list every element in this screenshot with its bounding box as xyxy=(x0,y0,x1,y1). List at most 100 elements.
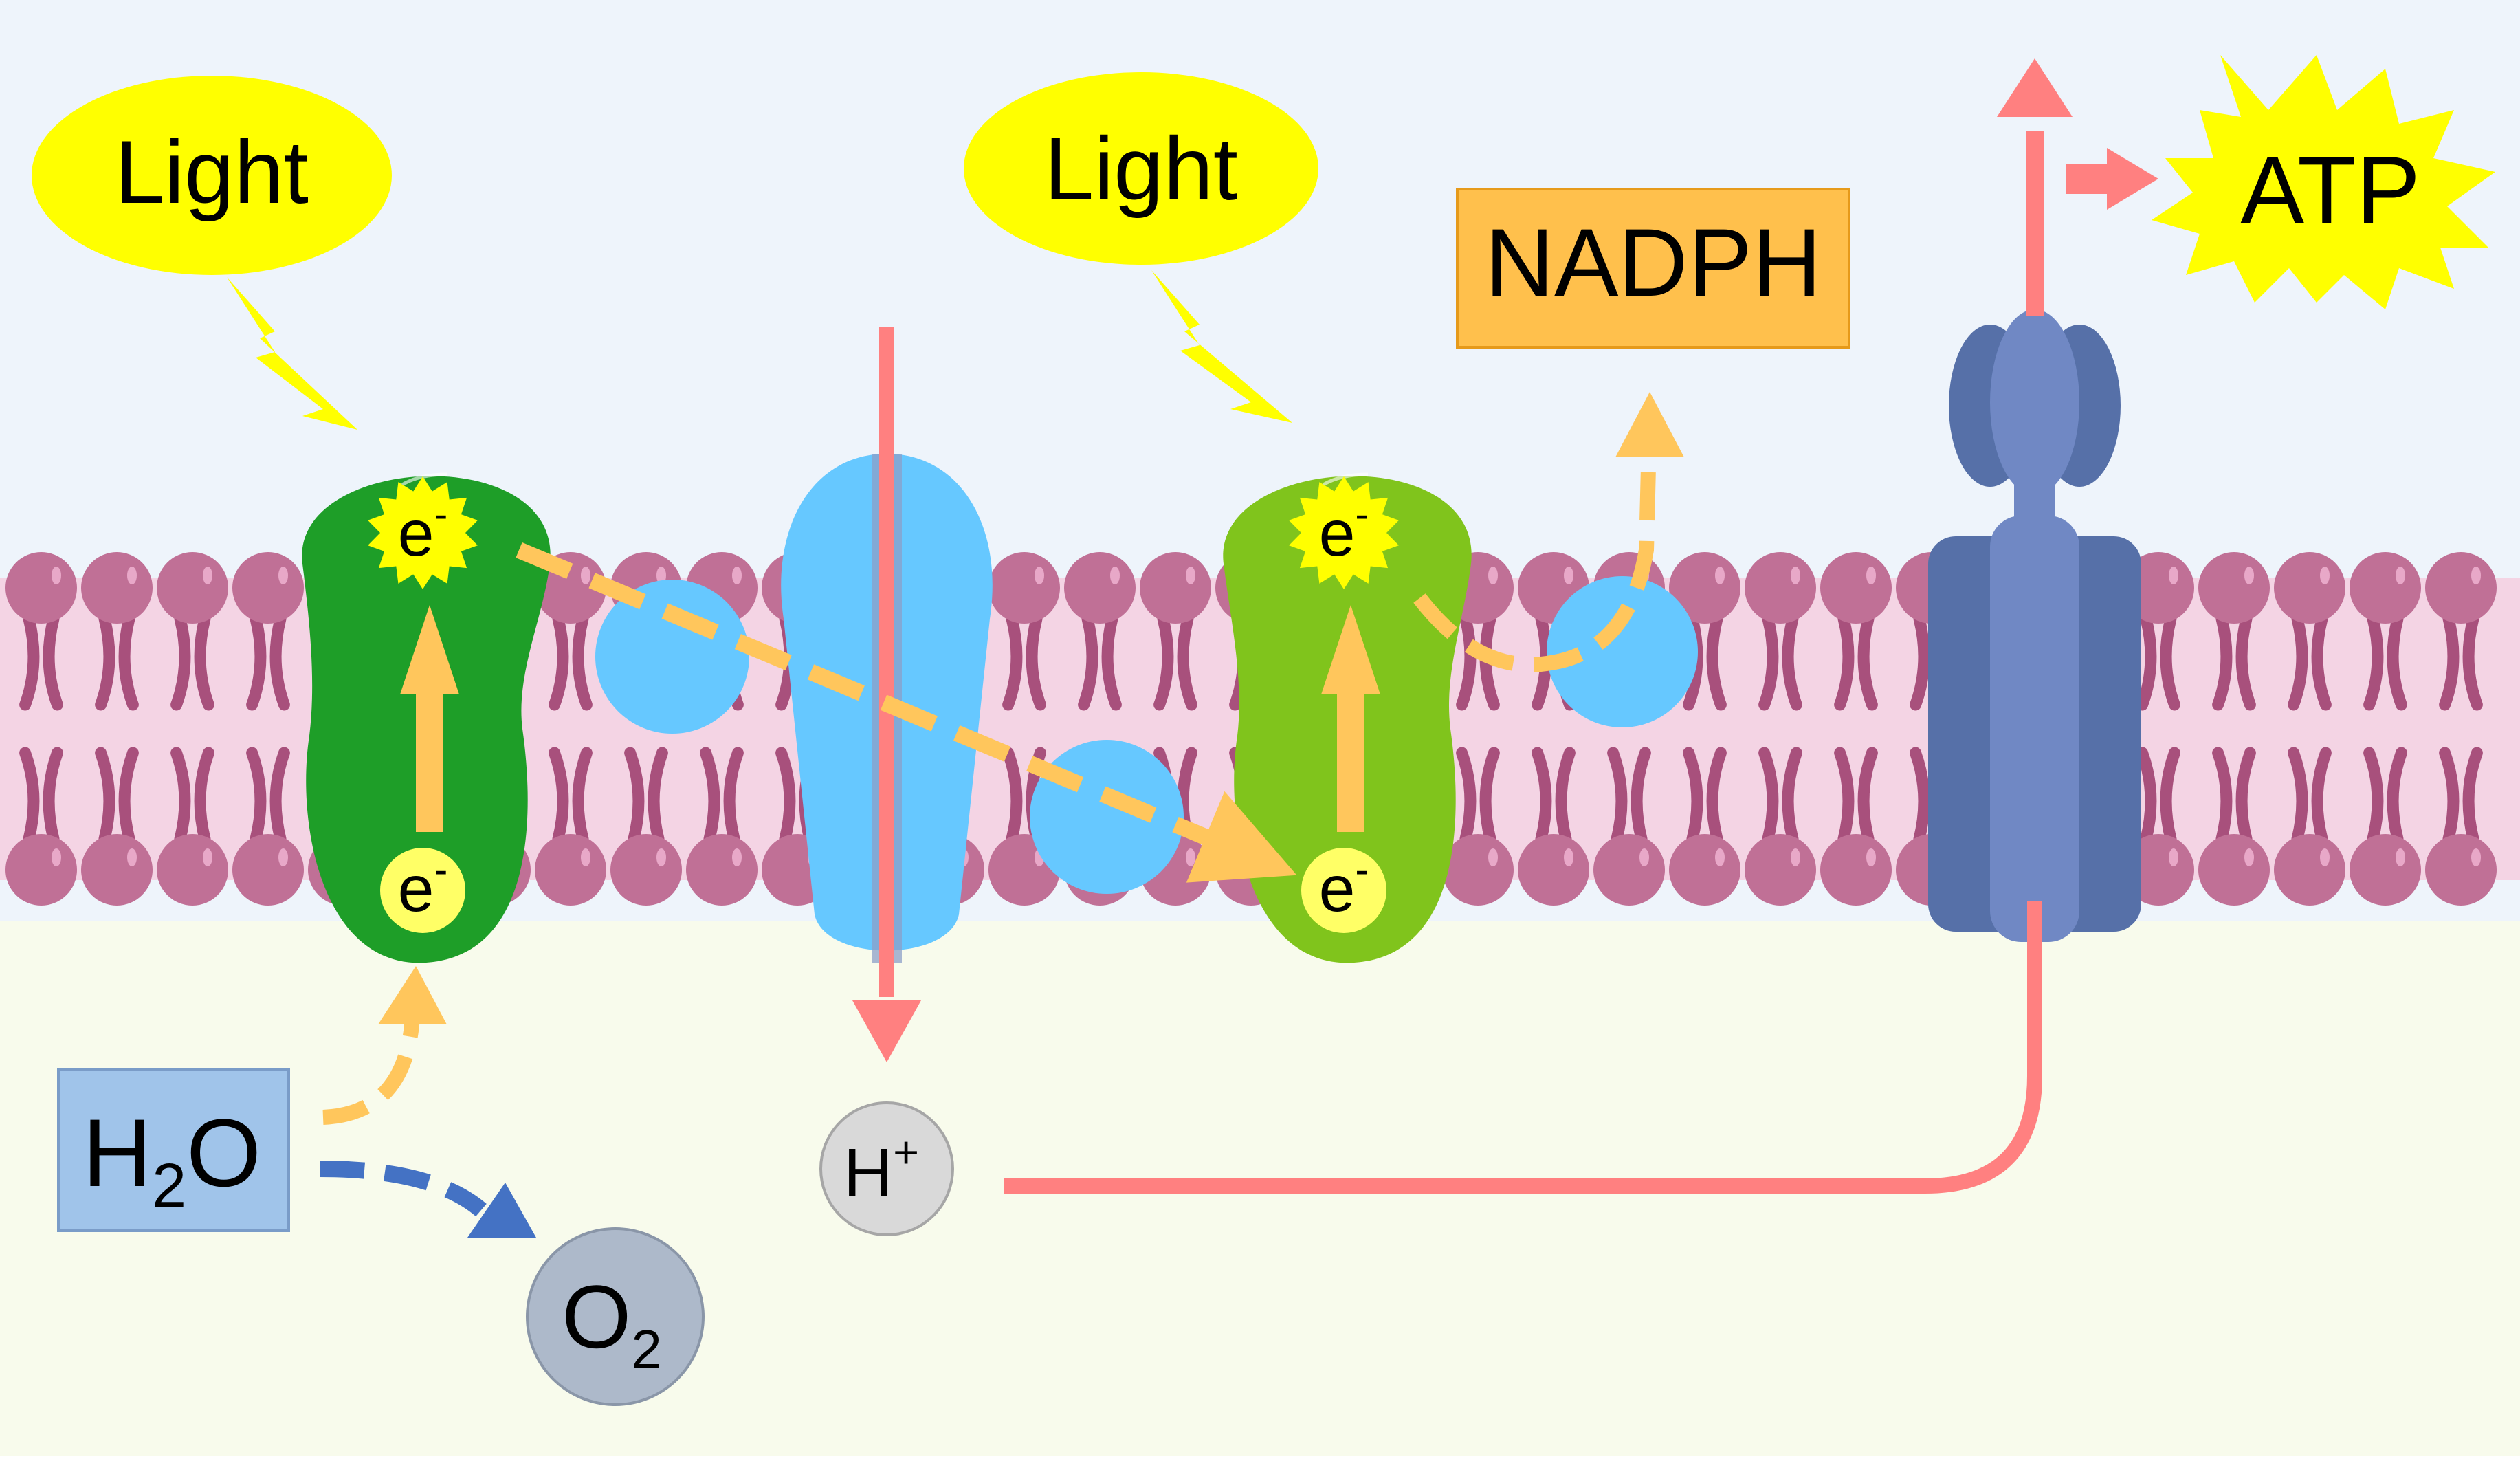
lipid-tail xyxy=(2212,747,2233,845)
lipid-head xyxy=(610,834,682,906)
water-label: H2O xyxy=(82,1099,261,1220)
photosystem-i-highlight xyxy=(1322,472,1369,487)
lipid-head xyxy=(81,834,153,906)
lipid-tail xyxy=(1002,747,1023,845)
lipid-head-highlight xyxy=(1564,567,1573,584)
lipid-tail xyxy=(1002,613,1023,711)
water-electron-path xyxy=(322,1017,420,1125)
lipid-head-highlight xyxy=(2244,567,2254,584)
lipid-head xyxy=(157,834,228,906)
lipid-tail xyxy=(2288,747,2308,845)
lipid-head-highlight xyxy=(1110,567,1120,584)
psi-excitation-arrow-head xyxy=(1321,605,1380,694)
lipid-head-highlight xyxy=(656,567,666,584)
lipid-tail xyxy=(2439,613,2460,711)
lipid-tail xyxy=(19,613,40,711)
nadph-box xyxy=(1456,188,1850,349)
lipid-head-highlight xyxy=(1186,848,1195,866)
lipid-head xyxy=(5,834,77,906)
atp-burst-shape xyxy=(2152,55,2495,309)
lipid-tail xyxy=(19,747,40,845)
lipid-head-highlight xyxy=(1639,848,1649,866)
lipid-head xyxy=(81,552,153,624)
lipid-tail xyxy=(1101,613,1122,711)
lipid-tail xyxy=(1758,613,1779,711)
electron-label: e- xyxy=(398,846,448,925)
lipid-tail xyxy=(170,747,191,845)
lipid-tail xyxy=(1456,613,1477,711)
lipid-tail xyxy=(1631,747,1651,845)
atp-label: ATP xyxy=(2240,136,2420,244)
lipid-head-highlight xyxy=(2169,848,2178,866)
psii-excitation-arrow-shaft xyxy=(416,694,443,832)
lipid-head-highlight xyxy=(1035,567,1044,584)
lipid-head-highlight xyxy=(1791,567,1800,584)
photosystem-ii-highlight xyxy=(401,472,447,487)
water-box xyxy=(57,1068,290,1232)
lipid-head xyxy=(2274,834,2345,906)
lipid-tail xyxy=(95,613,115,711)
lipid-head-highlight xyxy=(2471,567,2481,584)
lipid-head-highlight xyxy=(52,848,61,866)
lipid-tail xyxy=(1706,747,1727,845)
lipid-tail xyxy=(2235,613,2256,711)
lipid-tail xyxy=(1910,613,1930,711)
lipid-head-highlight xyxy=(2396,567,2405,584)
lipid-head-highlight xyxy=(581,567,590,584)
lipid-head xyxy=(988,552,1060,624)
lipid-head xyxy=(1140,552,1211,624)
lipid-tail xyxy=(624,747,645,845)
lipid-head xyxy=(686,834,758,906)
water-to-oxygen-path xyxy=(319,1161,487,1217)
lipid-tail xyxy=(246,747,267,845)
atp-synthase xyxy=(1928,309,2141,942)
lipid-head-highlight xyxy=(278,567,288,584)
lipid-tail xyxy=(1479,747,1500,845)
lipid-tail xyxy=(1078,613,1098,711)
lipid-head-highlight xyxy=(127,567,137,584)
lipid-head xyxy=(2350,552,2421,624)
lipid-head-highlight xyxy=(732,848,742,866)
lipid-tail xyxy=(2387,613,2407,711)
lipid-head xyxy=(2425,834,2497,906)
light-ellipse-left xyxy=(32,76,392,275)
lipid-tail xyxy=(2235,747,2256,845)
lipid-tail xyxy=(2363,747,2384,845)
ferredoxin-carrier xyxy=(1547,576,1698,727)
lipid-tail xyxy=(2288,613,2308,711)
lipid-head xyxy=(2274,552,2345,624)
lipid-tail xyxy=(549,747,569,845)
lipid-tail xyxy=(2160,613,2180,711)
lipid-tail xyxy=(170,613,191,711)
lipid-head-highlight xyxy=(1866,848,1876,866)
lipid-tail xyxy=(1910,747,1930,845)
lipid-head xyxy=(1064,552,1136,624)
proton-label: H+ xyxy=(843,1127,919,1211)
lipid-head-highlight xyxy=(1488,848,1498,866)
proton-circle xyxy=(819,1101,954,1236)
lipid-tail xyxy=(700,747,720,845)
lipid-head-highlight xyxy=(2320,567,2330,584)
lipid-tail xyxy=(246,613,267,711)
lipid-tail xyxy=(2212,613,2233,711)
lipid-tail xyxy=(2363,613,2384,711)
lipid-head-highlight xyxy=(1715,848,1725,866)
lipid-head xyxy=(1593,834,1665,906)
atp-arrow-shaft xyxy=(2066,164,2107,194)
lipid-tail xyxy=(2387,747,2407,845)
atp-synthase-center-column xyxy=(1990,516,2079,942)
lipid-tail xyxy=(2160,747,2180,845)
lipid-tail xyxy=(194,747,214,845)
lipid-tail xyxy=(1555,747,1576,845)
lipid-tail xyxy=(1026,613,1046,711)
lipid-head-highlight xyxy=(127,848,137,866)
ground-electron-right xyxy=(1301,848,1386,933)
lipid-head xyxy=(1820,552,1892,624)
electron-label: e- xyxy=(1319,846,1369,925)
lipid-tail xyxy=(2136,613,2157,711)
psi-excitation-arrow-shaft xyxy=(1337,694,1364,832)
lipid-head xyxy=(2425,552,2497,624)
lipid-head-highlight xyxy=(278,848,288,866)
